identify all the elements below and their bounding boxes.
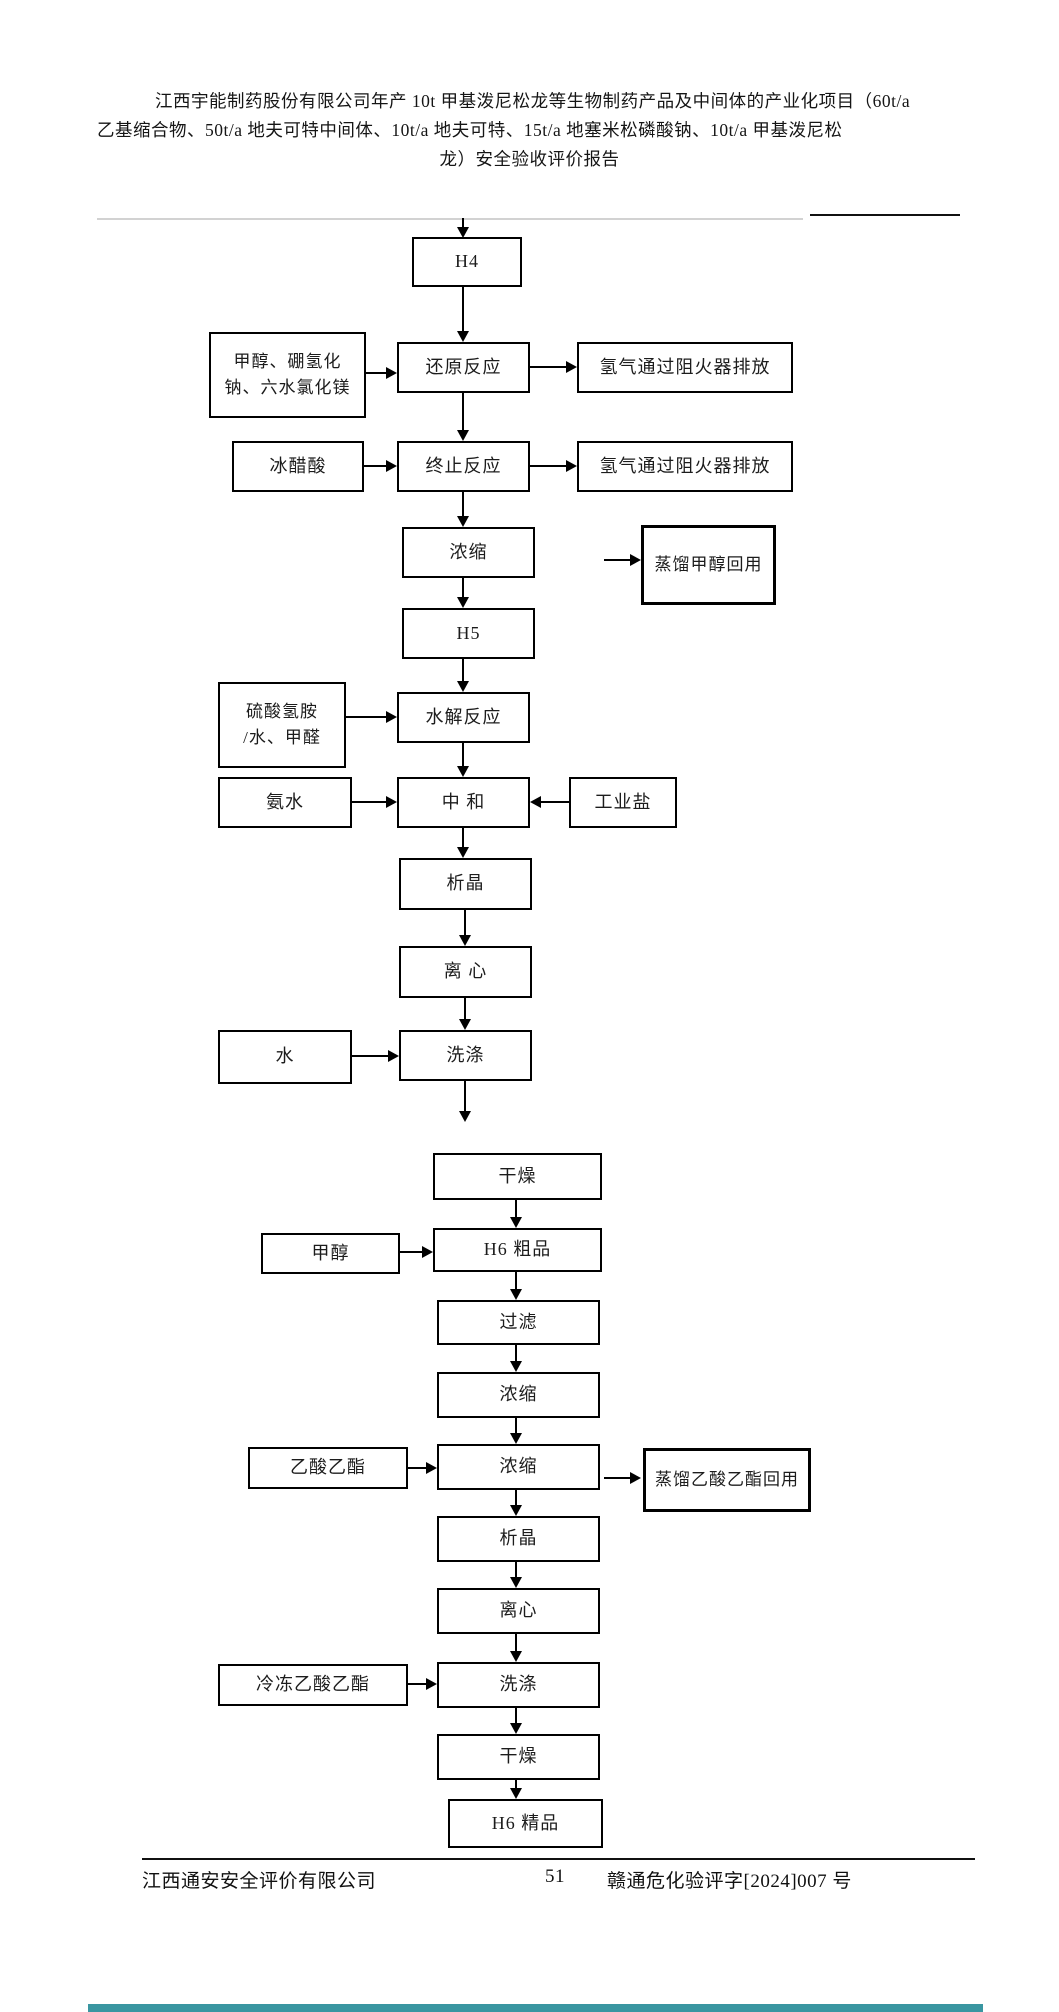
footer-doc-number: 赣通危化验评字[2024]007 号: [607, 1871, 852, 1892]
arrow-h4-to-reduction: [457, 287, 469, 342]
header-divider-black: [810, 214, 960, 216]
arrow-sulfate-to-hydrolysis: [346, 711, 397, 723]
node-input-ammonia: 氨水: [218, 777, 352, 828]
arrow-to-methanol-recycle: [604, 554, 641, 566]
node-h4: H4: [412, 237, 522, 287]
arrow-concentration3-to-crystallization2: [510, 1490, 522, 1516]
arrow-reduction-to-arrester-1: [530, 361, 577, 373]
arrow-filtration-to-concentration2: [510, 1345, 522, 1372]
arrow-methanol-to-h6crude: [400, 1246, 433, 1258]
header-line-3: 龙）安全验收评价报告: [439, 149, 620, 169]
node-reduction-reaction: 还原反应: [397, 342, 530, 393]
footer-divider: [142, 1858, 975, 1860]
node-drying-2: 干燥: [437, 1734, 600, 1780]
node-drying-1: 干燥: [433, 1153, 602, 1200]
node-concentration-2: 浓缩: [437, 1372, 600, 1418]
arrow-frozen-ethyl-acetate-to-washing: [408, 1678, 437, 1690]
footer-company: 江西通安安全评价有限公司: [142, 1871, 377, 1892]
node-crystallization-1: 析晶: [399, 858, 532, 910]
arrow-reduction-to-termination: [457, 393, 469, 441]
header-divider-gray: [97, 218, 803, 220]
node-centrifugation-2: 离心: [437, 1588, 600, 1634]
node-input-ethyl-acetate: 乙酸乙酯: [248, 1447, 408, 1489]
arrow-ethyl-acetate-to-concentration: [408, 1462, 437, 1474]
arrow-salt-to-neutralization: [530, 796, 569, 808]
arrow-to-ethyl-acetate-recycle: [604, 1472, 641, 1484]
arrow-washing-continuation: [459, 1081, 471, 1122]
arrow-centrifugation-to-washing: [459, 998, 471, 1030]
bottom-scroll-bar: [88, 2004, 983, 2012]
node-washing-1: 洗涤: [399, 1030, 532, 1081]
node-input-frozen-ethyl-acetate: 冷冻乙酸乙酯: [218, 1664, 408, 1706]
node-termination-reaction: 终止反应: [397, 441, 530, 492]
arrow-h6crude-to-filtration: [510, 1272, 522, 1300]
node-input-methanol-2: 甲醇: [261, 1233, 400, 1274]
node-crystallization-2: 析晶: [437, 1516, 600, 1562]
arrow-concentration2-to-concentration3: [510, 1418, 522, 1444]
node-centrifugation-1: 离 心: [399, 946, 532, 998]
arrow-centrifugation2-to-washing2: [510, 1634, 522, 1662]
arrow-drying2-to-h6refined: [510, 1780, 522, 1799]
arrow-ammonia-to-neutralization: [352, 796, 397, 808]
arrow-neutralization-to-crystallization: [457, 828, 469, 858]
arrow-termination-to-concentration: [457, 492, 469, 527]
node-input-methanol-borohydride: 甲醇、硼氢化 钠、六水氯化镁: [209, 332, 366, 418]
node-washing-2: 洗涤: [437, 1662, 600, 1708]
arrow-h5-to-hydrolysis: [457, 659, 469, 692]
arrow-methanol-to-reduction: [366, 367, 397, 379]
arrow-concentration-to-h5: [457, 578, 469, 608]
arrow-acetic-to-termination: [364, 460, 397, 472]
node-hydrogen-flame-arrester-1: 氢气通过阻火器排放: [577, 342, 793, 393]
node-hydrolysis-reaction: 水解反应: [397, 692, 530, 743]
node-h5: H5: [402, 608, 535, 659]
node-distill-ethyl-acetate-recycle: 蒸馏乙酸乙酯回用: [643, 1448, 811, 1512]
node-h6-crude: H6 粗品: [433, 1228, 602, 1272]
node-distill-methanol-recycle: 蒸馏甲醇回用: [641, 525, 776, 605]
arrow-crystallization-to-centrifugation: [459, 910, 471, 946]
header-line-2: 乙基缩合物、50t/a 地夫可特中间体、10t/a 地夫可特、15t/a 地塞米…: [97, 120, 843, 140]
arrow-hydrolysis-to-neutralization: [457, 743, 469, 777]
node-concentration-1: 浓缩: [402, 527, 535, 578]
arrow-crystallization2-to-centrifugation2: [510, 1562, 522, 1588]
node-h6-refined: H6 精品: [448, 1799, 603, 1848]
arrow-termination-to-arrester-2: [530, 460, 577, 472]
node-concentration-3: 浓缩: [437, 1444, 600, 1490]
node-input-glacial-acetic-acid: 冰醋酸: [232, 441, 364, 492]
arrow-into-h4: [457, 218, 469, 238]
arrow-water-to-washing: [352, 1050, 399, 1062]
node-filtration: 过滤: [437, 1300, 600, 1345]
arrow-drying-to-h6crude: [510, 1200, 522, 1228]
header-line-1: 江西宇能制药股份有限公司年产 10t 甲基泼尼松龙等生物制药产品及中间体的产业化…: [155, 91, 911, 111]
node-neutralization: 中 和: [397, 777, 530, 828]
node-hydrogen-flame-arrester-2: 氢气通过阻火器排放: [577, 441, 793, 492]
arrow-washing2-to-drying2: [510, 1708, 522, 1734]
footer-page-number: 51: [545, 1866, 565, 1887]
node-input-industrial-salt: 工业盐: [569, 777, 677, 828]
node-input-hydroxylamine-sulfate: 硫酸氢胺 /水、甲醛: [218, 682, 346, 768]
node-input-water: 水: [218, 1030, 352, 1084]
